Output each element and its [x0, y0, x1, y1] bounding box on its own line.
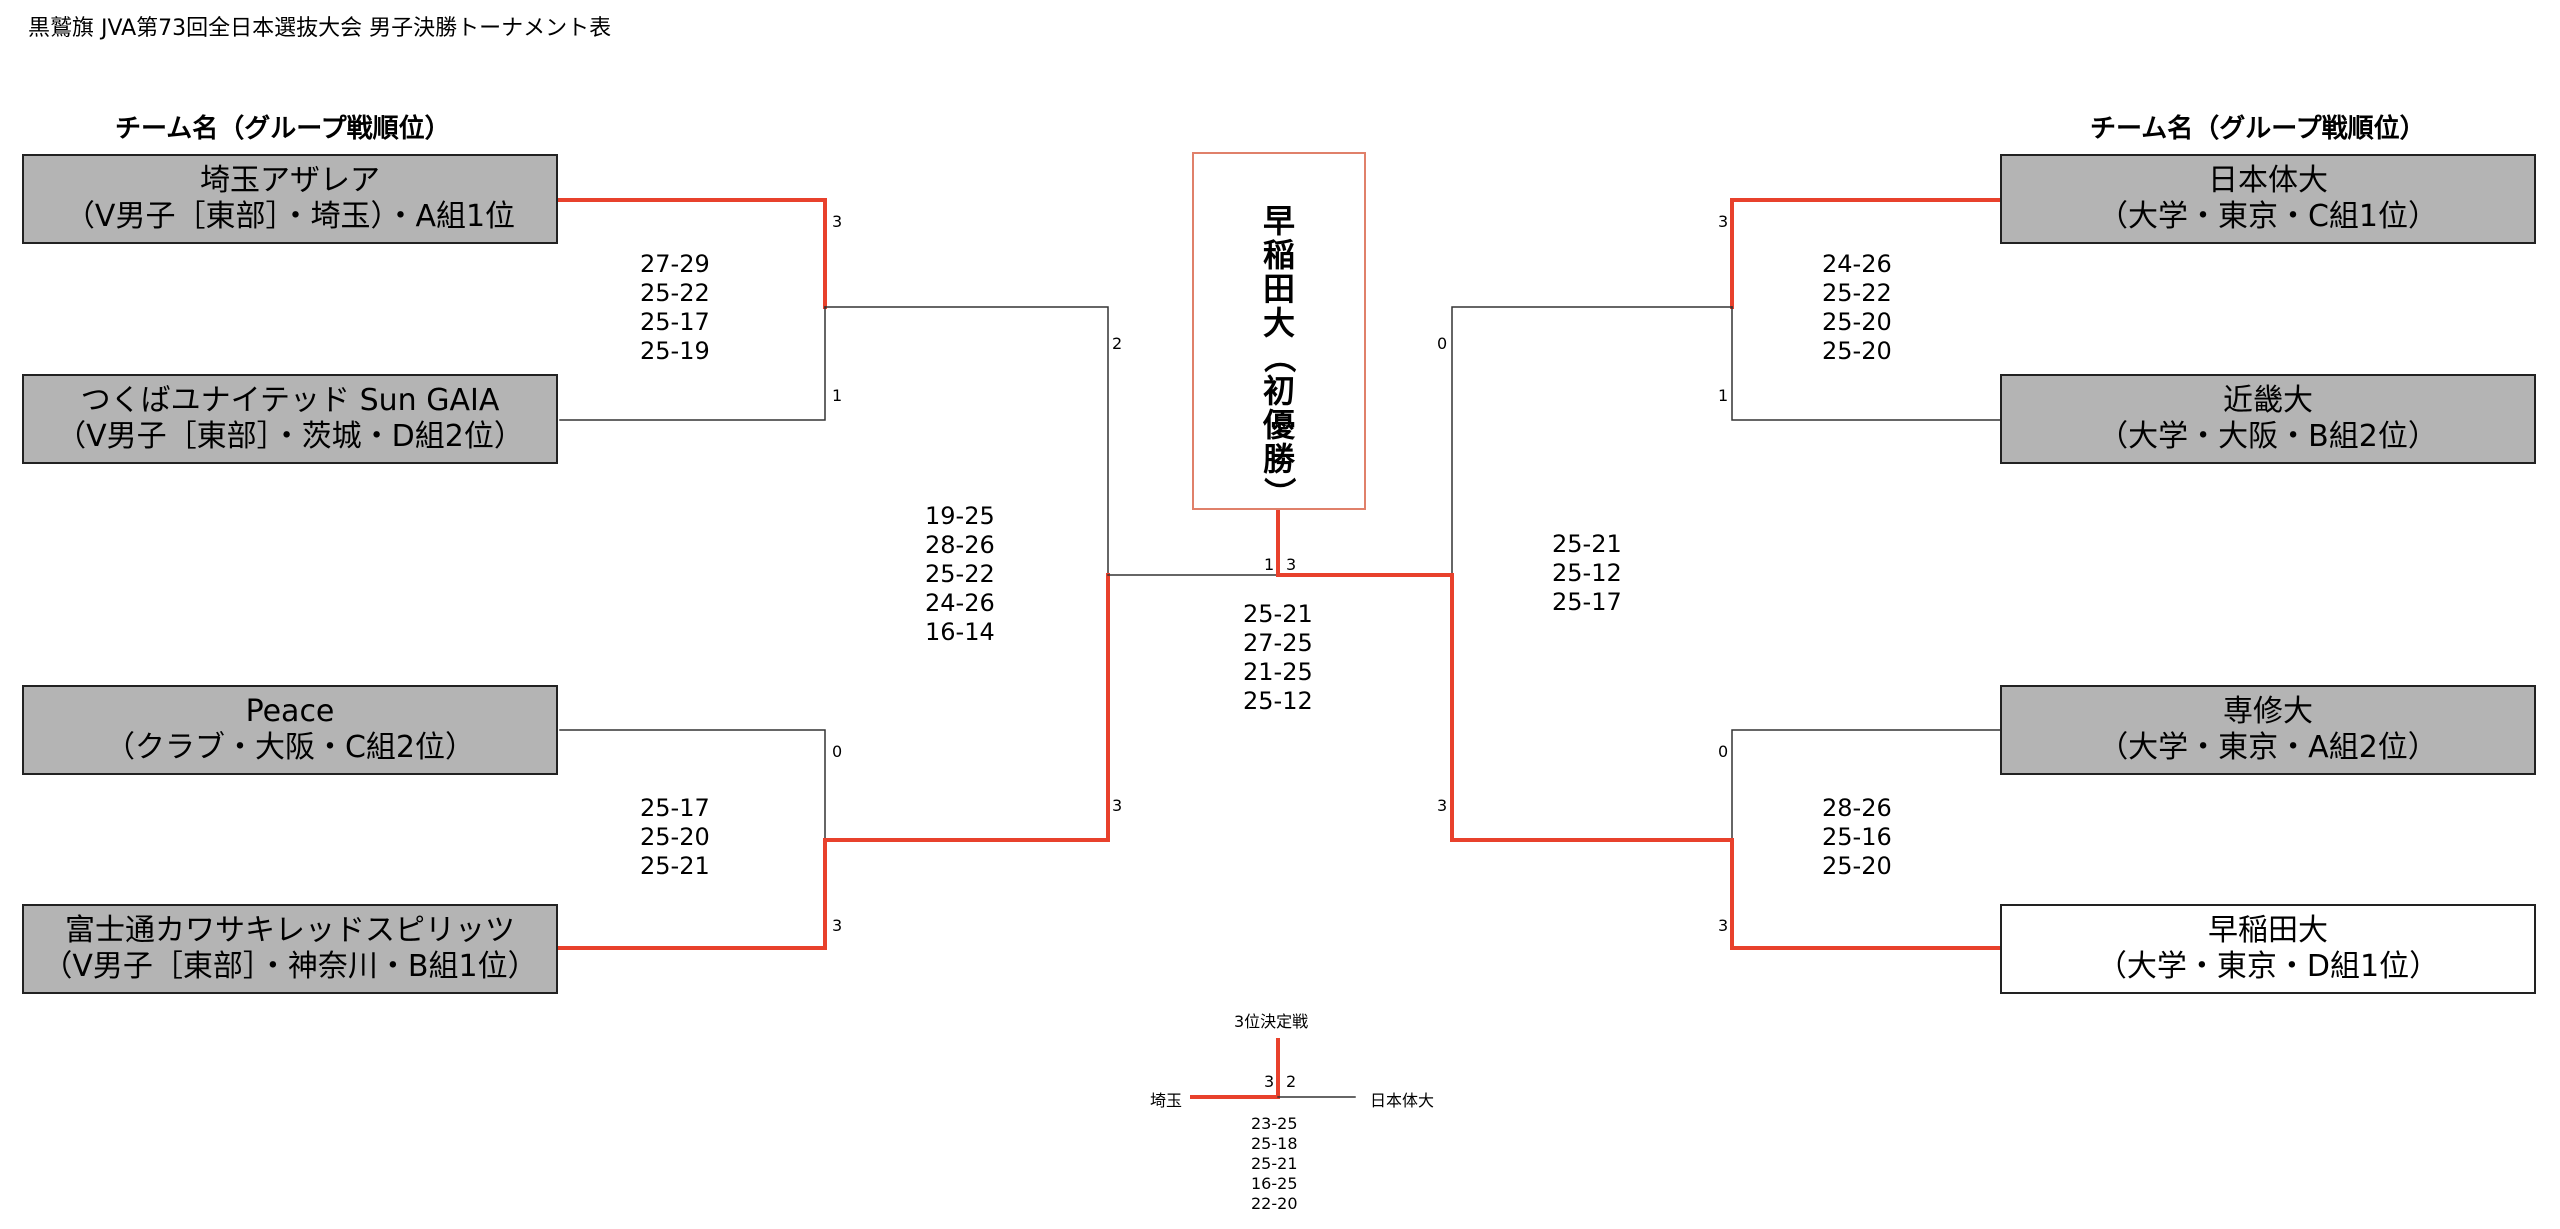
final-right-sets: 3 — [1286, 555, 1297, 574]
team-name: Peace — [245, 694, 335, 729]
qf2-scores: 25-17 25-20 25-21 — [640, 794, 710, 880]
sf1-scores: 19-25 28-26 25-22 24-26 16-14 — [925, 502, 995, 646]
team-name: つくばユナイテッド Sun GAIA — [80, 383, 500, 418]
qf1-top-sets: 3 — [832, 212, 843, 231]
qf2-bottom-line — [558, 838, 827, 950]
qf1-top-line — [558, 198, 827, 309]
qf1-scores: 27-29 25-22 25-17 25-19 — [640, 250, 710, 365]
qf3-scores: 24-26 25-22 25-20 25-20 — [1822, 250, 1892, 365]
team-name: 埼玉アザレア — [200, 163, 380, 198]
final-scores: 25-21 27-25 21-25 25-12 — [1243, 600, 1313, 715]
qf3-bottom-sets: 1 — [1718, 386, 1729, 405]
team-group: （クラブ・大阪・C組2位） — [104, 730, 476, 765]
sf1-top-line — [824, 306, 1109, 576]
qf4-scores: 28-26 25-16 25-20 — [1822, 794, 1892, 880]
sf2-top-sets: 0 — [1437, 334, 1448, 353]
team-name: 近畿大 — [2223, 383, 2313, 418]
team-name: 富士通カワサキレッドスピリッツ — [65, 913, 515, 948]
champion-note: 初優勝 — [1262, 372, 1295, 478]
team-box-peace: Peace （クラブ・大阪・C組2位） — [22, 685, 558, 775]
qf4-top-line — [1731, 729, 2001, 841]
page-title: 黒鷲旗 JVA第73回全日本選抜大会 男子決勝トーナメント表 — [28, 16, 612, 41]
qf3-bottom-line — [1731, 306, 2001, 421]
team-name: 専修大 — [2223, 694, 2313, 729]
sf1-top-sets: 2 — [1112, 334, 1123, 353]
column-header-left: チーム名（グループ戦順位） — [115, 114, 451, 144]
qf1-bottom-line — [559, 306, 826, 421]
team-group: （V男子［東部］・茨城・D組2位） — [56, 419, 524, 454]
champion-close-paren: ） — [1259, 476, 1298, 510]
qf2-top-sets: 0 — [832, 742, 843, 761]
team-name: 早稲田大 — [2208, 913, 2328, 948]
team-box-tsukuba: つくばユナイテッド Sun GAIA （V男子［東部］・茨城・D組2位） — [22, 374, 558, 464]
champion-box: 早稲田大 （ 初優勝 ） — [1192, 152, 1366, 510]
sf2-top-line — [1451, 306, 1733, 576]
qf3-top-line — [1730, 198, 2002, 309]
third-place-left-sets: 3 — [1264, 1072, 1275, 1091]
team-box-nittai: 日本体大 （大学・東京・C組1位） — [2000, 154, 2536, 244]
third-place-right-sets: 2 — [1286, 1072, 1297, 1091]
qf2-bottom-sets: 3 — [832, 916, 843, 935]
column-header-right: チーム名（グループ戦順位） — [2090, 114, 2426, 144]
champion-open-paren: （ — [1259, 340, 1298, 374]
qf4-top-sets: 0 — [1718, 742, 1729, 761]
qf3-top-sets: 3 — [1718, 212, 1729, 231]
qf4-bottom-sets: 3 — [1718, 916, 1729, 935]
team-box-waseda: 早稲田大 （大学・東京・D組1位） — [2000, 904, 2536, 994]
team-box-saitama: 埼玉アザレア （V男子［東部］・埼玉）・A組1位 — [22, 154, 558, 244]
team-group: （大学・大阪・B組2位） — [2098, 419, 2438, 454]
team-box-kindai: 近畿大 （大学・大阪・B組2位） — [2000, 374, 2536, 464]
third-place-scores: 23-25 25-18 25-21 16-25 22-20 — [1251, 1114, 1298, 1213]
sf1-bottom-line — [823, 573, 1110, 842]
third-place-right-team: 日本体大 — [1370, 1091, 1435, 1110]
team-name: 日本体大 — [2208, 163, 2328, 198]
sf1-bottom-sets: 3 — [1112, 796, 1123, 815]
qf2-top-line — [559, 729, 826, 841]
third-place-title: 3位決定戦 — [1234, 1012, 1309, 1031]
sf2-scores: 25-21 25-12 25-17 — [1552, 530, 1622, 616]
team-box-fujitsu: 富士通カワサキレッドスピリッツ （V男子［東部］・神奈川・B組1位） — [22, 904, 558, 994]
final-left-sets: 1 — [1264, 555, 1275, 574]
qf4-bottom-line — [1730, 838, 2002, 950]
team-group: （大学・東京・A組2位） — [2098, 730, 2438, 765]
team-group: （大学・東京・C組1位） — [2097, 199, 2439, 234]
sf2-bottom-sets: 3 — [1437, 796, 1448, 815]
third-place-left-team: 埼玉 — [1150, 1091, 1183, 1110]
team-group: （V男子［東部］・埼玉）・A組1位 — [64, 199, 516, 234]
team-box-senshu: 専修大 （大学・東京・A組2位） — [2000, 685, 2536, 775]
team-group: （大学・東京・D組1位） — [2096, 949, 2440, 984]
team-group: （V男子［東部］・神奈川・B組1位） — [42, 949, 538, 984]
qf1-bottom-sets: 1 — [832, 386, 843, 405]
sf2-bottom-line — [1450, 573, 1734, 842]
champion-name: 早稲田大 — [1262, 202, 1295, 342]
